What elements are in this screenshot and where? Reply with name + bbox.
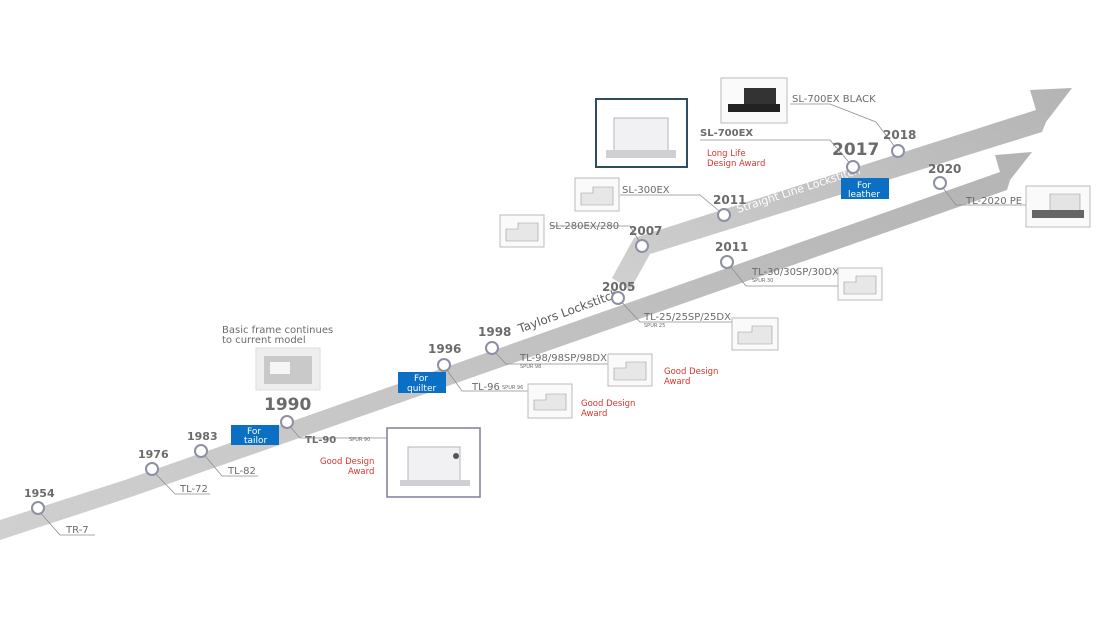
node-1990 — [280, 415, 294, 429]
svg-text:leather: leather — [848, 190, 880, 200]
award-tl98-line2: Award — [664, 377, 690, 387]
model-sl700: SL-700EX — [700, 128, 753, 139]
thumb-tl30-image — [837, 267, 883, 301]
svg-text:For: For — [857, 181, 871, 191]
model-tl82: TL-82 — [227, 466, 256, 477]
thumb-sl300-image — [574, 177, 620, 212]
year-1998: 1998 — [478, 325, 511, 339]
year-2011-tl: 2011 — [715, 240, 748, 254]
year-1976: 1976 — [138, 448, 169, 461]
year-1983: 1983 — [187, 430, 218, 443]
tag-for-quilter: For quilter — [398, 372, 446, 394]
node-1976 — [145, 462, 159, 476]
model-tl30: TL-30/30SP/30DX — [751, 267, 839, 278]
model-tl96-sub: SPUR 96 — [502, 385, 523, 391]
year-1954: 1954 — [24, 487, 55, 500]
model-tr7: TR-7 — [65, 525, 89, 536]
model-sl300: SL-300EX — [622, 185, 670, 196]
node-2007 — [635, 239, 649, 253]
model-tl90-sub: SPUR 90 — [349, 437, 370, 443]
tag-for-tailor: For tailor — [231, 425, 279, 446]
node-2011-tl — [720, 255, 734, 269]
thumb-tl96-image — [527, 383, 573, 419]
thumb-sl700black-image — [720, 77, 788, 124]
award-sl700-line2: Design Award — [707, 159, 765, 169]
node-2018 — [891, 144, 905, 158]
node-1983 — [194, 444, 208, 458]
thumb-tl2020-image — [1025, 185, 1091, 228]
year-2007: 2007 — [629, 224, 662, 238]
year-1990: 1990 — [264, 395, 311, 415]
thumb-sl280-image — [499, 214, 545, 248]
year-1996: 1996 — [428, 342, 461, 356]
thumb-tl25-image — [731, 317, 779, 351]
node-1954 — [31, 501, 45, 515]
year-2018: 2018 — [883, 128, 916, 142]
node-2017 — [846, 160, 860, 174]
svg-text:quilter: quilter — [407, 384, 436, 394]
tag-for-leather: For leather — [841, 178, 889, 200]
model-tl2020: TL-2020 PE — [965, 196, 1022, 207]
model-tl72: TL-72 — [179, 484, 208, 495]
year-2020: 2020 — [928, 162, 961, 176]
year-2017: 2017 — [832, 140, 879, 160]
model-tl96: TL-96 — [471, 382, 500, 393]
frame-note-line1: Basic frame continues — [222, 325, 333, 336]
model-tl25-sub: SPUR 25 — [644, 323, 665, 329]
year-2011-sl: 2011 — [713, 193, 746, 207]
model-tl90: TL-90 — [305, 435, 336, 446]
award-tl96-line2: Award — [581, 409, 607, 419]
award-tl90-line1: Good Design — [320, 457, 374, 467]
award-tl98-line1: Good Design — [664, 367, 718, 377]
model-tl25: TL-25/25SP/25DX — [643, 312, 731, 323]
svg-text:tailor: tailor — [244, 436, 268, 446]
award-tl90-line2: Award — [348, 467, 374, 477]
thumb-tl98-image — [607, 353, 653, 387]
node-2005 — [611, 291, 625, 305]
leader-lines — [37, 103, 1026, 536]
model-tl30-sub: SPUR 30 — [752, 278, 773, 284]
model-tl98-sub: SPUR 98 — [520, 364, 541, 370]
year-2005: 2005 — [602, 280, 635, 294]
frame-note-line2: to current model — [222, 335, 306, 346]
model-tl98: TL-98/98SP/98DX — [519, 353, 607, 364]
svg-text:For: For — [414, 374, 428, 384]
node-2020 — [933, 176, 947, 190]
node-1996 — [437, 358, 451, 372]
node-1998 — [485, 341, 499, 355]
thumb-sl700-image — [595, 98, 688, 168]
thumb-frame-image — [255, 347, 321, 391]
award-sl700-line1: Long Life — [707, 149, 746, 159]
node-2011-sl — [717, 208, 731, 222]
award-tl96-line1: Good Design — [581, 399, 635, 409]
svg-text:For: For — [247, 427, 261, 437]
taylors-track — [0, 152, 1032, 540]
model-sl280: SL-280EX/280 — [549, 221, 619, 232]
model-sl700black: SL-700EX BLACK — [792, 94, 876, 105]
thumb-tl90-image — [386, 427, 481, 498]
